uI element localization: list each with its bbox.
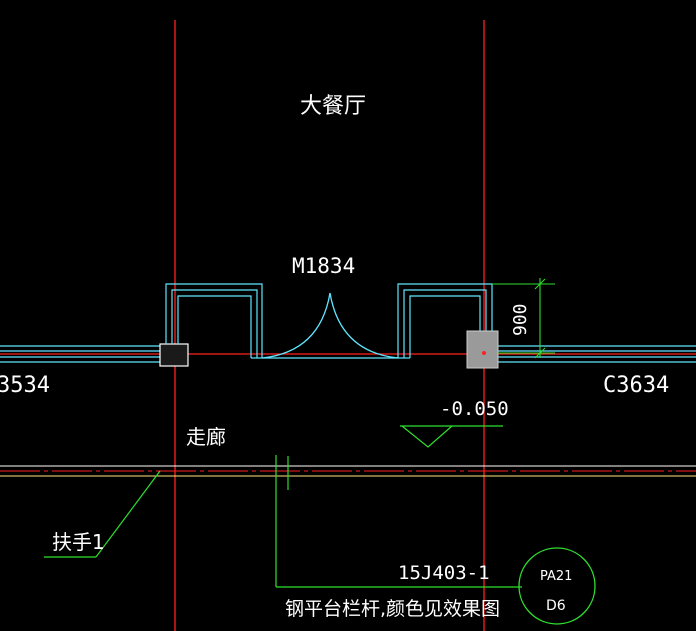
column-right [466,330,499,369]
handrail-leader [44,470,161,558]
door-swing [261,292,399,359]
wall-right [498,345,696,363]
standard-ref-label: 15J403-1 [398,562,490,584]
column-right-marker [482,351,486,355]
dimension-900 [492,278,555,359]
railing-note-label: 钢平台栏杆,颜色见效果图 [285,598,500,620]
railing-leader [275,455,522,588]
column-left [159,343,189,367]
window-label-left: 3534 [0,373,50,398]
window-recess-left [165,283,263,359]
detail-top-label: PA21 [540,569,572,584]
door-label: M1834 [292,254,355,278]
dimension-900-label: 900 [510,303,531,336]
elevation-marker [400,425,503,448]
wall-left [0,345,160,363]
room-label-dining: 大餐厅 [300,94,366,119]
detail-index-circle [518,547,596,625]
window-recess-right [397,283,493,359]
detail-bottom-label: D6 [546,598,566,614]
handrail-label: 扶手1 [52,530,105,554]
window-label-right: C3634 [603,373,669,398]
elevation-label: -0.050 [440,398,509,420]
corridor-handrail [0,465,696,477]
room-label-corridor: 走廊 [186,425,226,449]
